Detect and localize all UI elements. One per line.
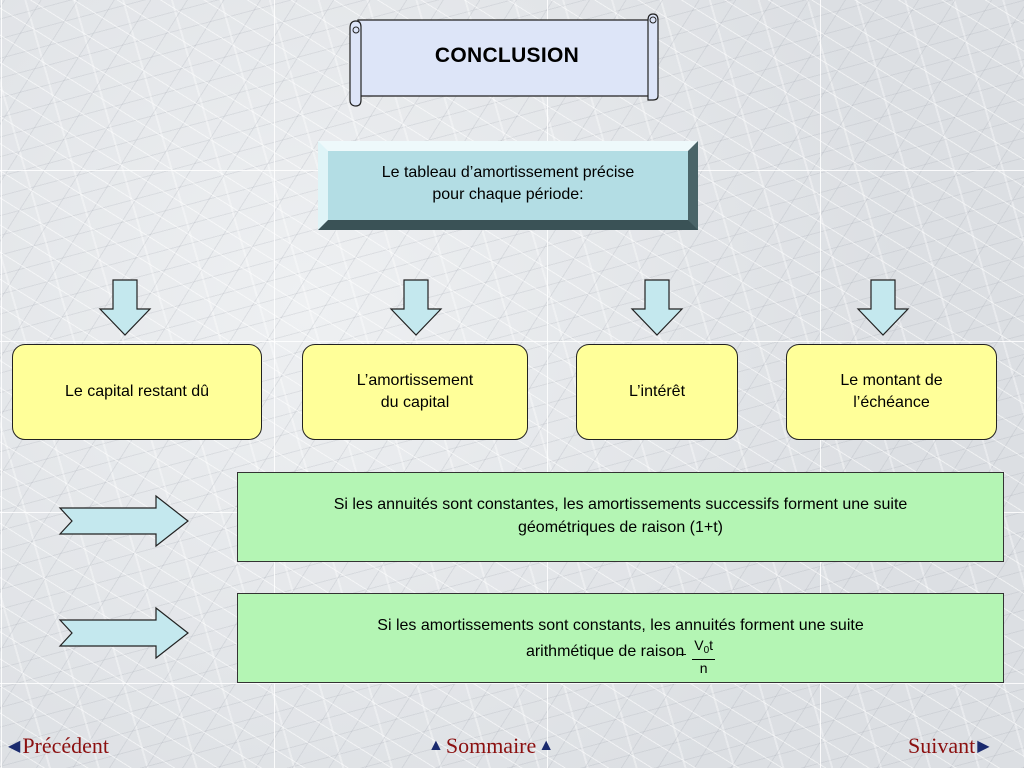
item-interet-box: L’intérêt [576,344,738,440]
scroll-banner-icon [349,13,659,107]
rule-line-2: arithmétique de raison [525,643,685,660]
down-arrow-icon [856,279,910,336]
page-title: CONCLUSION [434,44,580,67]
up-triangle-icon: ▲ [428,737,444,754]
item-capital-restant-box: Le capital restant dû [12,344,262,440]
left-triangle-icon: ◀ [8,738,21,755]
down-arrow-icon [630,279,684,336]
down-arrow-icon [98,279,152,336]
item-amortissement-box: L’amortissement du capital [302,344,528,440]
item-label: L’intérêt [628,383,686,400]
rule-line-1: Si les annuités sont constantes, les amo… [333,496,908,513]
formula-numerator: V0t [692,637,716,660]
intro-line-1: Le tableau d’amortissement précise [381,163,635,181]
formula-v: V [694,637,704,653]
item-echeance-box: Le montant de l’échéance [786,344,997,440]
right-arrow-icon [58,494,189,548]
previous-label: Précédent [22,733,110,758]
up-triangle-icon: ▲ [538,737,555,754]
rule-constant-annuities-box: Si les annuités sont constantes, les amo… [237,472,1004,562]
right-arrow-icon [58,606,189,660]
item-label-line-1: Le montant de [840,372,943,389]
next-label: Suivant [908,733,976,758]
item-label-line-1: L’amortissement [356,372,474,389]
formula-sign: – [678,645,687,661]
formula-t: t [709,637,714,653]
summary-link[interactable]: ▲ Sommaire ▲ [428,733,554,759]
summary-label: Sommaire [445,733,537,758]
next-link[interactable]: Suivant ▶ [908,733,990,759]
item-label: Le capital restant dû [64,383,210,400]
rule-line-2: géométriques de raison (1+t) [518,519,723,536]
item-label-line-2: l’échéance [853,394,930,411]
formula-subscript: 0 [703,645,710,656]
rule-line-1: Si les amortissements sont constants, le… [377,617,864,634]
item-label-line-2: du capital [380,394,450,411]
intro-text: Le tableau d’amortissement précise pour … [328,151,688,220]
previous-link[interactable]: ◀ Précédent [8,733,109,759]
down-arrow-icon [389,279,443,336]
formula-denominator: n [699,660,708,676]
intro-box: Le tableau d’amortissement précise pour … [318,141,698,230]
rule-constant-amortization-box: Si les amortissements sont constants, le… [237,593,1004,683]
right-triangle-icon: ▶ [977,738,990,755]
intro-line-2: pour chaque période: [432,185,584,203]
